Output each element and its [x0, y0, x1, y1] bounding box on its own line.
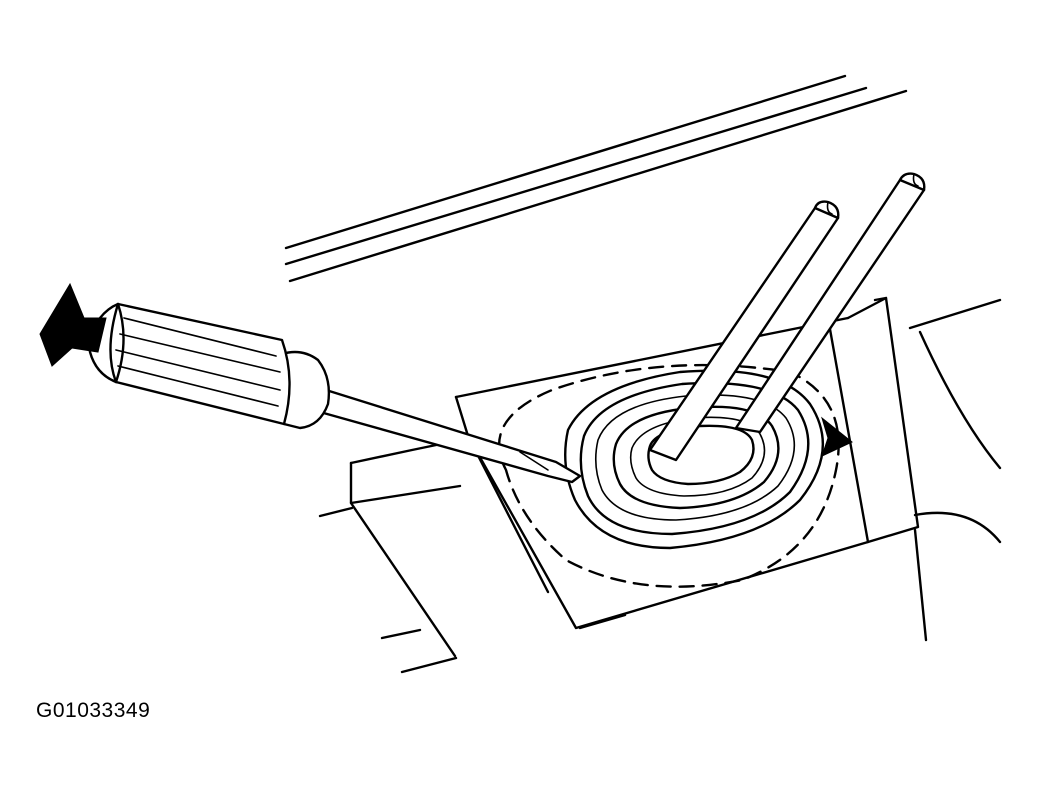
wire-left	[648, 200, 840, 462]
mounting-pad	[454, 296, 928, 642]
seal-dashed-outline	[497, 363, 840, 588]
wire-right	[734, 172, 926, 434]
figure-id-label: G01033349	[36, 699, 151, 722]
background-rails	[284, 74, 908, 283]
screwdriver	[87, 302, 582, 484]
left-block	[349, 436, 472, 658]
direction-arrow-icon	[821, 416, 853, 457]
background-panel	[908, 298, 1002, 544]
base-outline	[318, 506, 627, 674]
push-arrow-icon	[39, 282, 107, 367]
